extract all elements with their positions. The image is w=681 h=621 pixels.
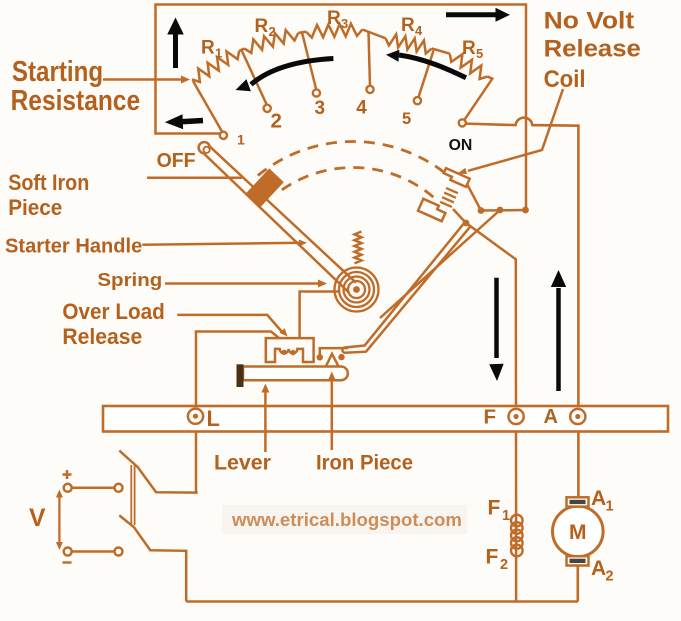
svg-text:R: R	[401, 15, 415, 36]
svg-text:1: 1	[237, 132, 245, 148]
svg-text:Release: Release	[62, 324, 142, 349]
svg-text:Soft Iron: Soft Iron	[8, 170, 89, 195]
svg-text:No Volt: No Volt	[544, 8, 635, 35]
svg-text:A: A	[591, 487, 606, 510]
svg-text:V: V	[29, 505, 46, 532]
svg-text:3: 3	[315, 98, 326, 119]
svg-text:2: 2	[271, 109, 282, 132]
svg-text:3: 3	[341, 16, 348, 31]
svg-text:R: R	[201, 38, 215, 59]
svg-text:F: F	[484, 406, 497, 429]
svg-text:1: 1	[606, 499, 614, 515]
svg-text:2: 2	[269, 24, 276, 39]
svg-text:Coil: Coil	[544, 66, 586, 93]
svg-text:2: 2	[606, 569, 614, 585]
svg-text:4: 4	[356, 97, 367, 118]
svg-text:OFF: OFF	[157, 150, 196, 172]
svg-text:Iron Piece: Iron Piece	[316, 450, 413, 475]
svg-text:2: 2	[500, 557, 508, 573]
svg-text:1: 1	[502, 508, 510, 524]
svg-text:Starting: Starting	[12, 56, 103, 88]
svg-text:R: R	[327, 8, 341, 29]
svg-text:4: 4	[415, 23, 423, 38]
svg-text:R: R	[255, 16, 269, 37]
svg-text:F: F	[488, 497, 501, 520]
svg-text:Release: Release	[544, 35, 641, 62]
svg-text:Spring: Spring	[97, 269, 162, 290]
svg-text:F: F	[486, 546, 499, 569]
svg-text:Lever: Lever	[214, 449, 272, 474]
svg-text:A: A	[591, 557, 606, 580]
svg-text:L: L	[207, 406, 220, 431]
svg-text:Starter Handle: Starter Handle	[5, 235, 142, 258]
svg-text:1: 1	[215, 46, 222, 61]
svg-text:R: R	[462, 38, 476, 59]
svg-text:5: 5	[476, 46, 483, 61]
svg-text:Piece: Piece	[8, 195, 62, 220]
svg-text:ON: ON	[449, 137, 473, 154]
svg-text:Resistance: Resistance	[11, 85, 141, 117]
svg-text:www.etrical.blogspot.com: www.etrical.blogspot.com	[231, 510, 462, 530]
svg-text:5: 5	[402, 110, 411, 128]
svg-text:M: M	[569, 521, 587, 544]
svg-text:Over Load: Over Load	[62, 299, 164, 324]
svg-text:A: A	[544, 406, 558, 428]
